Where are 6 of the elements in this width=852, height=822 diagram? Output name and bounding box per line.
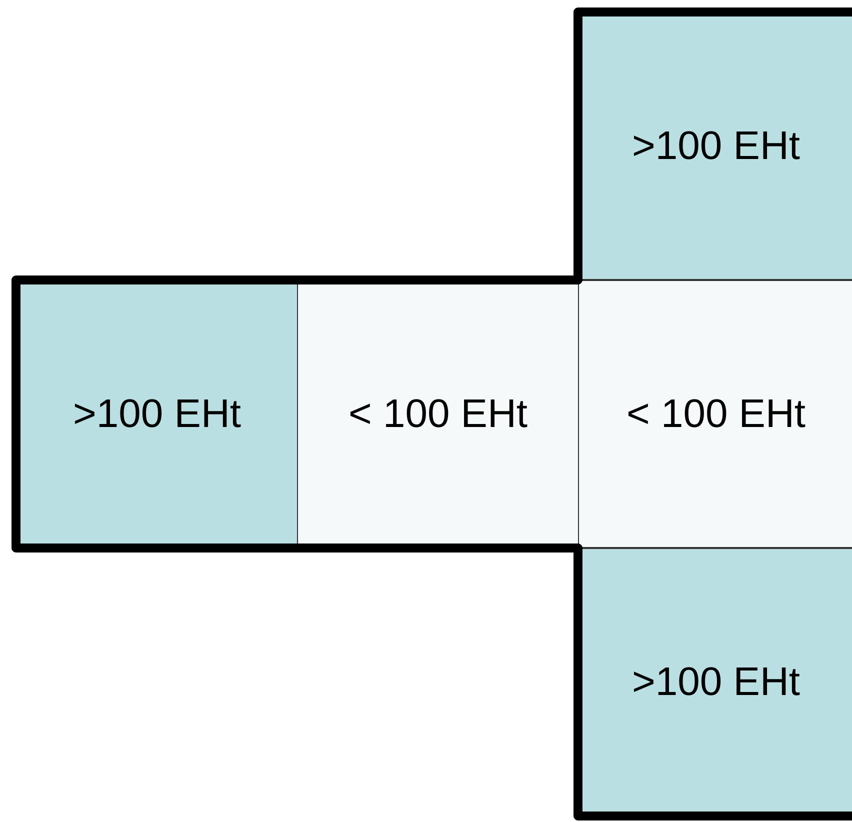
cell-label: >100 EHt (632, 660, 800, 704)
cell-label: >100 EHt (73, 392, 241, 436)
cell-label: >100 EHt (632, 124, 800, 168)
cell-label: < 100 EHt (626, 392, 806, 436)
grid-cell (578, 280, 852, 548)
cell-label: < 100 EHt (348, 392, 528, 436)
